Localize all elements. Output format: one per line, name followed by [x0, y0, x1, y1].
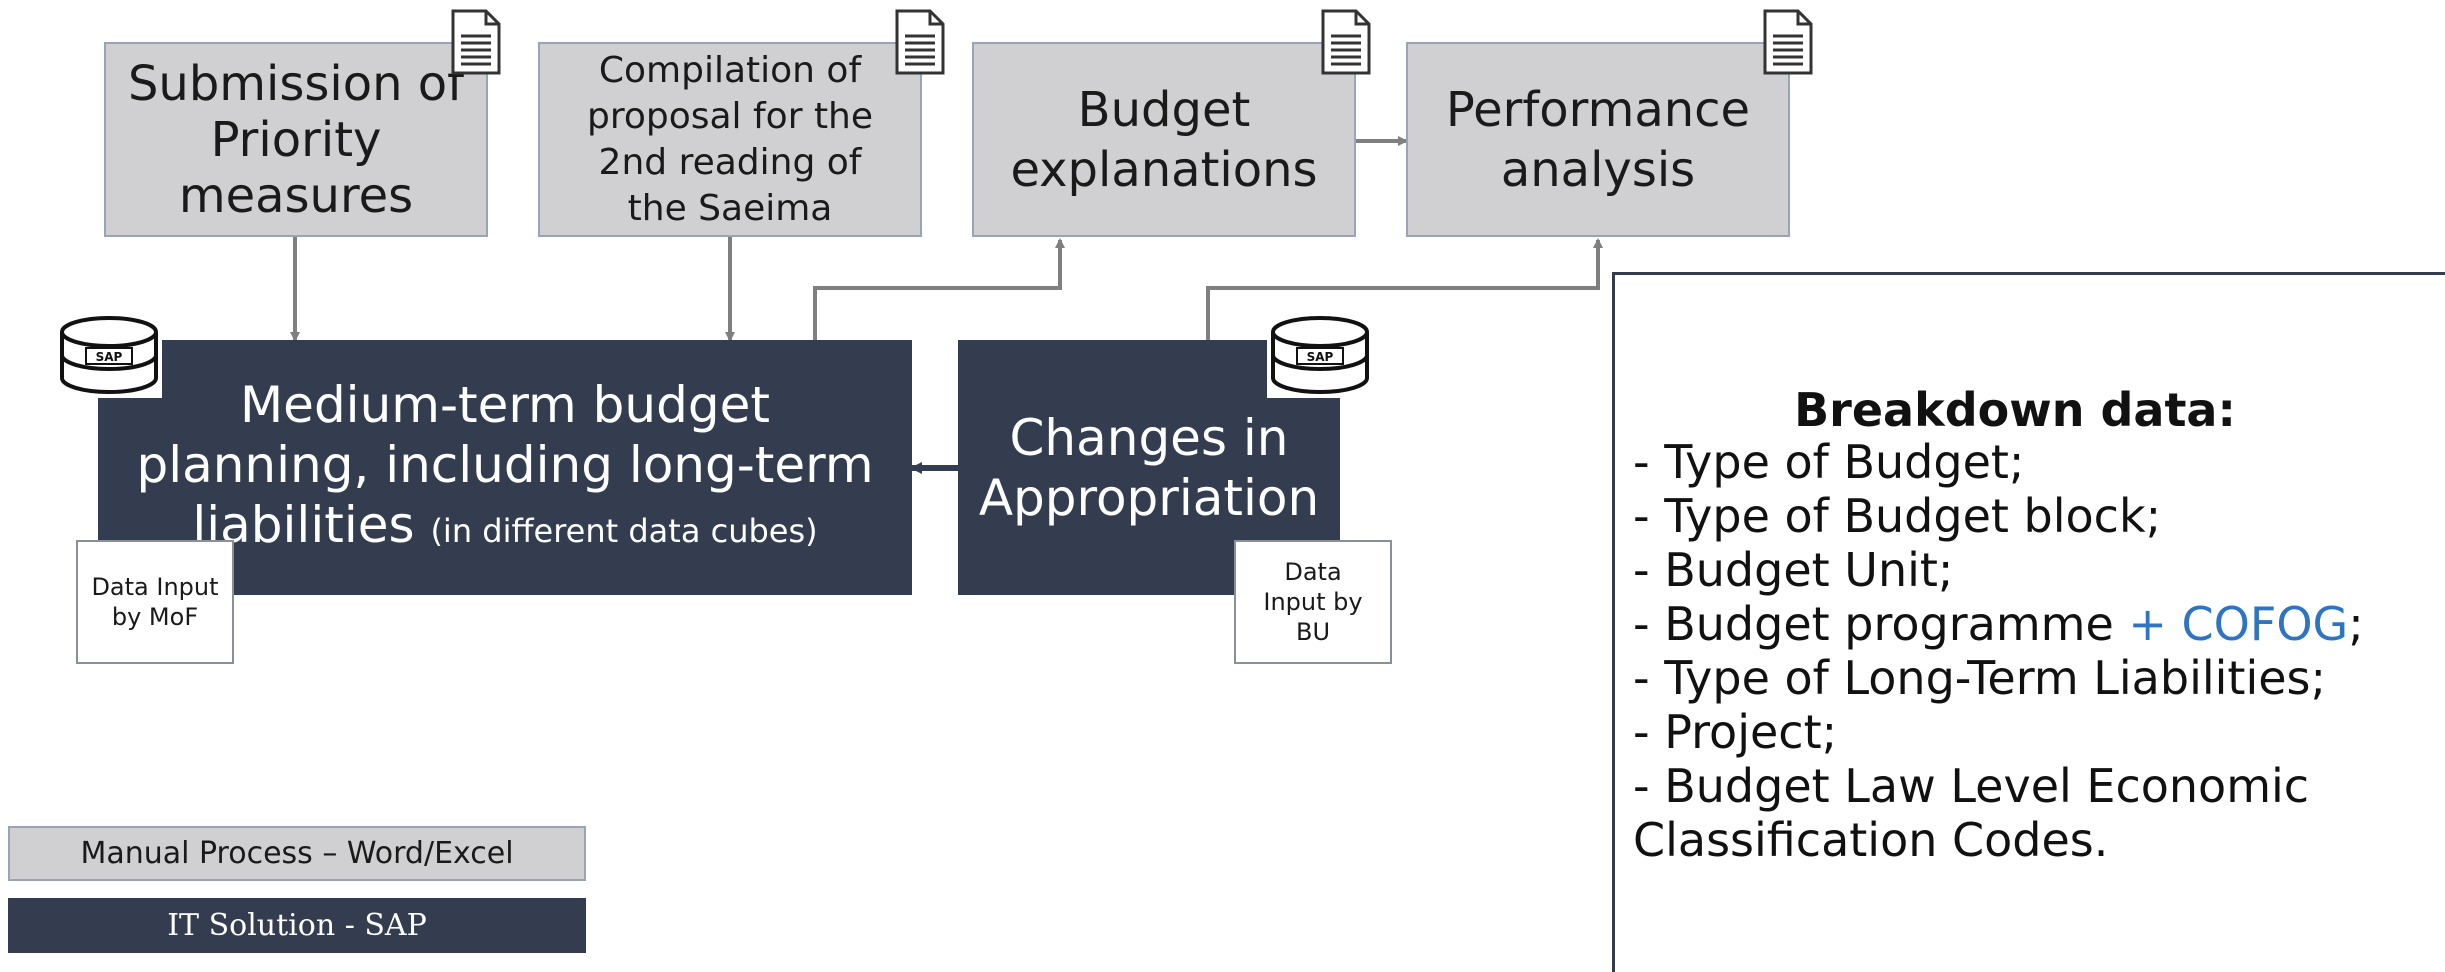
programme-cofog: + COFOG — [2128, 597, 2349, 651]
breakdown-title: Breakdown data: — [1794, 383, 2236, 437]
breakdown-item: Classification Codes. — [1633, 813, 2109, 867]
medium-term-budget-sublabel: (in different data cubes) — [430, 511, 818, 550]
breakdown-item: - Project; — [1633, 705, 1838, 759]
breakdown-item: - Budget Law Level Economic — [1633, 759, 2310, 813]
document-icon — [1321, 9, 1371, 75]
sap-label: SAP — [96, 350, 123, 364]
breakdown-list: - Type of Budget; - Type of Budget block… — [1633, 435, 2433, 867]
document-icon — [1763, 9, 1813, 75]
performance-analysis-label: Performance analysis — [1445, 81, 1751, 198]
medium-term-budget-label: Medium-term budget planning, including l… — [136, 375, 874, 554]
programme-prefix: - Budget programme — [1633, 597, 2129, 651]
sap-database-icon: SAP — [56, 312, 162, 398]
data-input-mof-label: Data Input by MoF — [91, 573, 219, 631]
legend-manual-process: Manual Process – Word/Excel — [8, 826, 586, 881]
budget-explanations-box: Budget explanations — [972, 42, 1356, 237]
data-input-bu-box: Data Input by BU — [1234, 540, 1392, 664]
legend-manual-label: Manual Process – Word/Excel — [80, 836, 514, 871]
submission-label: Submission of Priority measures — [127, 55, 465, 224]
breakdown-item: - Type of Budget block; — [1633, 489, 2162, 543]
compilation-label: Compilation of proposal for the 2nd read… — [586, 49, 874, 229]
data-input-bu-label: Data Input by BU — [1263, 558, 1363, 646]
sap-database-icon: SAP — [1267, 312, 1373, 398]
compilation-box: Compilation of proposal for the 2nd read… — [538, 42, 922, 237]
changes-in-appropriation-label: Changes in Appropriation — [978, 408, 1320, 527]
arrow-changes-to-performance — [1206, 238, 1603, 340]
breakdown-item-programme: - Budget programme + COFOG; — [1633, 597, 2433, 651]
document-icon — [451, 9, 501, 75]
data-input-mof-box: Data Input by MoF — [76, 540, 234, 664]
arrow-mtbp-to-explanations — [813, 238, 1065, 340]
breakdown-item: - Budget Unit; — [1633, 543, 1954, 597]
programme-suffix: ; — [2348, 597, 2364, 651]
breakdown-item: - Type of Budget; — [1633, 435, 2025, 489]
document-icon — [895, 9, 945, 75]
legend-it-solution: IT Solution - SAP — [8, 898, 586, 953]
submission-box: Submission of Priority measures — [104, 42, 488, 237]
breakdown-panel: Breakdown data: - Type of Budget; - Type… — [1612, 272, 2445, 972]
legend-it-label: IT Solution - SAP — [167, 908, 427, 943]
budget-explanations-label: Budget explanations — [1010, 81, 1318, 198]
sap-label: SAP — [1307, 350, 1334, 364]
breakdown-item: - Type of Long-Term Liabilities; — [1633, 651, 2326, 705]
performance-analysis-box: Performance analysis — [1406, 42, 1790, 237]
